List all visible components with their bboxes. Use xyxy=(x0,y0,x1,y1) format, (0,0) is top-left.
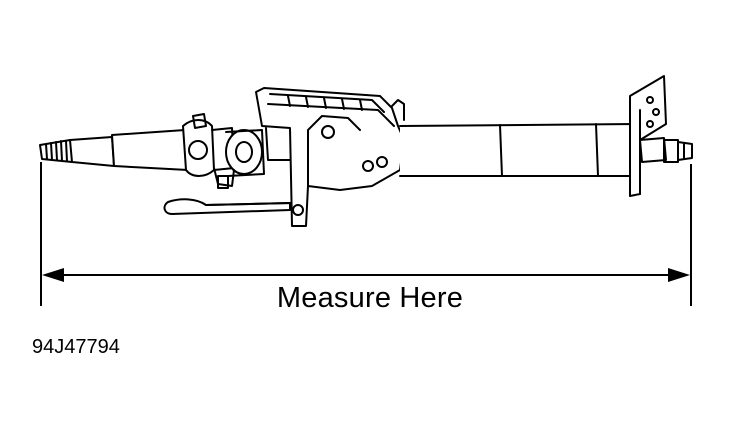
measurement-indicator xyxy=(40,162,692,306)
shaft-nut-end xyxy=(639,137,693,163)
figure-code: 94J47794 xyxy=(32,336,120,358)
lower-column-tube xyxy=(111,129,189,171)
universal-joint xyxy=(182,113,265,189)
flange-plate xyxy=(629,75,667,197)
measure-label: Measure Here xyxy=(276,282,464,314)
upper-column-tube xyxy=(399,123,639,177)
splined-shaft-end xyxy=(39,136,115,167)
mounting-bracket xyxy=(255,87,405,227)
tilt-lever xyxy=(163,198,291,215)
right-arrowhead xyxy=(668,268,690,282)
left-arrowhead xyxy=(42,268,64,282)
